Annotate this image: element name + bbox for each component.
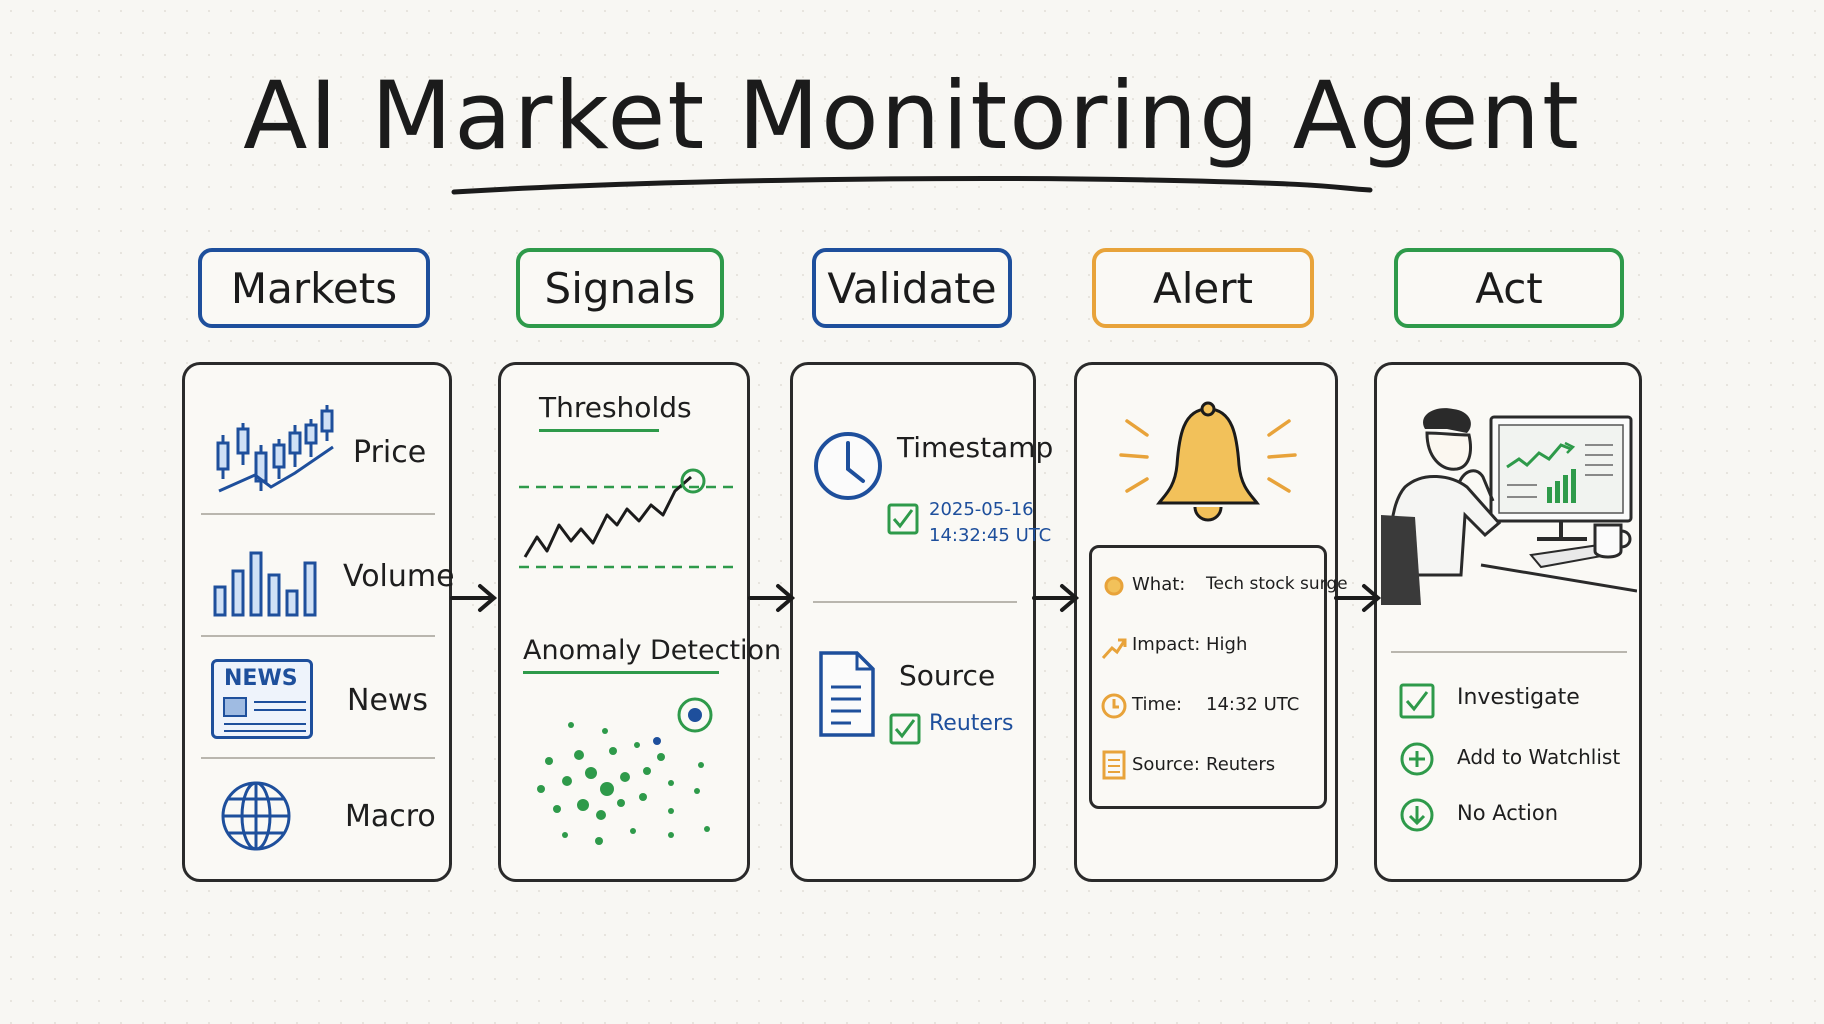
signals-panel: Thresholds Anomaly Detection: [498, 362, 781, 882]
market-item-news: News: [347, 683, 429, 718]
option-investigate[interactable]: Investigate: [1397, 681, 1627, 721]
timestamp-date: 2025-05-16: [929, 499, 1034, 520]
markets-panel: Price Volume NEWS News Macro: [182, 362, 455, 882]
flow-arrow: [1032, 584, 1080, 612]
stage-markets: Markets: [198, 248, 430, 328]
source-value: Reuters: [929, 711, 1014, 736]
option-no-action[interactable]: No Action: [1397, 795, 1627, 835]
anomaly-scatter: [537, 697, 713, 845]
alert-source-value: Reuters: [1206, 754, 1276, 775]
stage-signals: Signals: [516, 248, 724, 328]
source-label: Source: [899, 659, 996, 692]
flow-arrow: [748, 584, 796, 612]
threshold-chart: [519, 468, 735, 569]
bar-chart-icon: [213, 551, 317, 617]
thresholds-underline: [539, 429, 659, 432]
dot-icon: [1104, 576, 1124, 596]
stage-act: Act: [1394, 248, 1624, 328]
divider: [1391, 651, 1627, 653]
alert-panel: What: Tech stock surge Impact: High Time…: [1074, 362, 1348, 882]
thresholds-label: Thresholds: [539, 391, 692, 424]
option-add-to-watchlist-label: Add to Watchlist: [1457, 745, 1621, 769]
plus-circle-icon: [1400, 742, 1434, 776]
down-arrow-circle-icon: [1400, 798, 1434, 832]
option-add-to-watchlist[interactable]: Add to Watchlist: [1397, 739, 1637, 779]
clock-icon: [814, 432, 882, 500]
page-title: AI Market Monitoring Agent: [243, 62, 1581, 171]
trend-up-icon: [1101, 638, 1127, 660]
divider: [201, 635, 435, 637]
alert-impact-value: High: [1206, 634, 1248, 655]
bell-icon: [1119, 401, 1297, 522]
analyst-illustration: [1381, 408, 1637, 605]
check-icon: [887, 503, 919, 535]
check-icon: [889, 713, 921, 745]
market-item-volume: Volume: [343, 559, 455, 594]
alert-source-key: Source:: [1132, 754, 1200, 775]
anomaly-underline: [523, 671, 719, 674]
alert-impact-key: Impact:: [1132, 634, 1201, 655]
alert-time-value: 14:32 UTC: [1206, 694, 1300, 715]
alert-card: What: Tech stock surge Impact: High Time…: [1089, 545, 1348, 809]
candlestick-chart-icon: [216, 405, 334, 493]
market-item-macro: Macro: [345, 799, 436, 834]
alert-what-value: Tech stock surge: [1206, 574, 1348, 594]
clock-icon: [1101, 693, 1127, 719]
option-no-action-label: No Action: [1457, 801, 1559, 825]
alert-what-key: What:: [1132, 574, 1186, 595]
stage-validate: Validate: [812, 248, 1012, 328]
market-item-price: Price: [353, 435, 427, 470]
act-panel: Investigate Add to Watchlist No Action: [1374, 362, 1642, 882]
checkbox-icon: [1399, 683, 1435, 719]
divider: [201, 757, 435, 759]
globe-icon: [221, 781, 291, 851]
anomaly-detection-label: Anomaly Detection: [523, 635, 782, 666]
document-icon: [819, 651, 875, 737]
document-icon: [1102, 750, 1126, 780]
newspaper-icon: NEWS: [211, 659, 313, 739]
divider: [813, 601, 1017, 603]
option-investigate-label: Investigate: [1457, 685, 1580, 710]
validate-panel: Timestamp 2025-05-16 14:32:45 UTC Source…: [790, 362, 1053, 882]
divider: [201, 513, 435, 515]
title-underline: [451, 176, 1373, 195]
timestamp-time: 14:32:45 UTC: [929, 525, 1052, 546]
timestamp-label: Timestamp: [897, 431, 1054, 464]
stage-alert: Alert: [1092, 248, 1314, 328]
alert-time-key: Time:: [1132, 694, 1183, 715]
flow-arrow: [450, 584, 498, 612]
flow-arrow: [1334, 584, 1382, 612]
